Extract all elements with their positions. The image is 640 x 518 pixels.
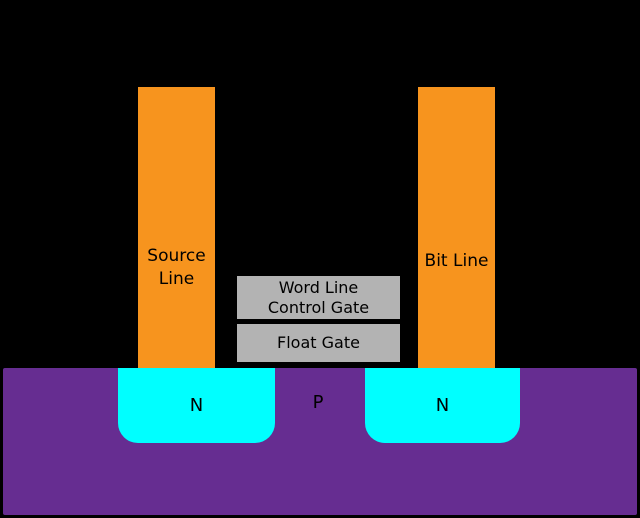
p-substrate bbox=[3, 368, 637, 515]
bit-line-bar: Bit Line bbox=[418, 87, 495, 368]
float-gate-label: Float Gate bbox=[277, 333, 360, 352]
n-region-source: N bbox=[118, 368, 275, 443]
control-gate-label: Control Gate bbox=[267, 297, 370, 317]
n-region-drain-label: N bbox=[435, 395, 450, 416]
word-line-label: Word Line bbox=[278, 277, 359, 297]
float-gate-box: Float Gate bbox=[237, 324, 400, 362]
source-line-bar: Source Line bbox=[138, 87, 215, 368]
bit-line-label: Bit Line bbox=[424, 251, 489, 271]
source-line-label: Source Line bbox=[147, 246, 206, 289]
p-substrate-label: P bbox=[312, 392, 324, 413]
n-region-drain: N bbox=[365, 368, 520, 443]
n-region-source-label: N bbox=[189, 395, 204, 416]
control-gate-box: Word Line Control Gate bbox=[237, 276, 400, 319]
